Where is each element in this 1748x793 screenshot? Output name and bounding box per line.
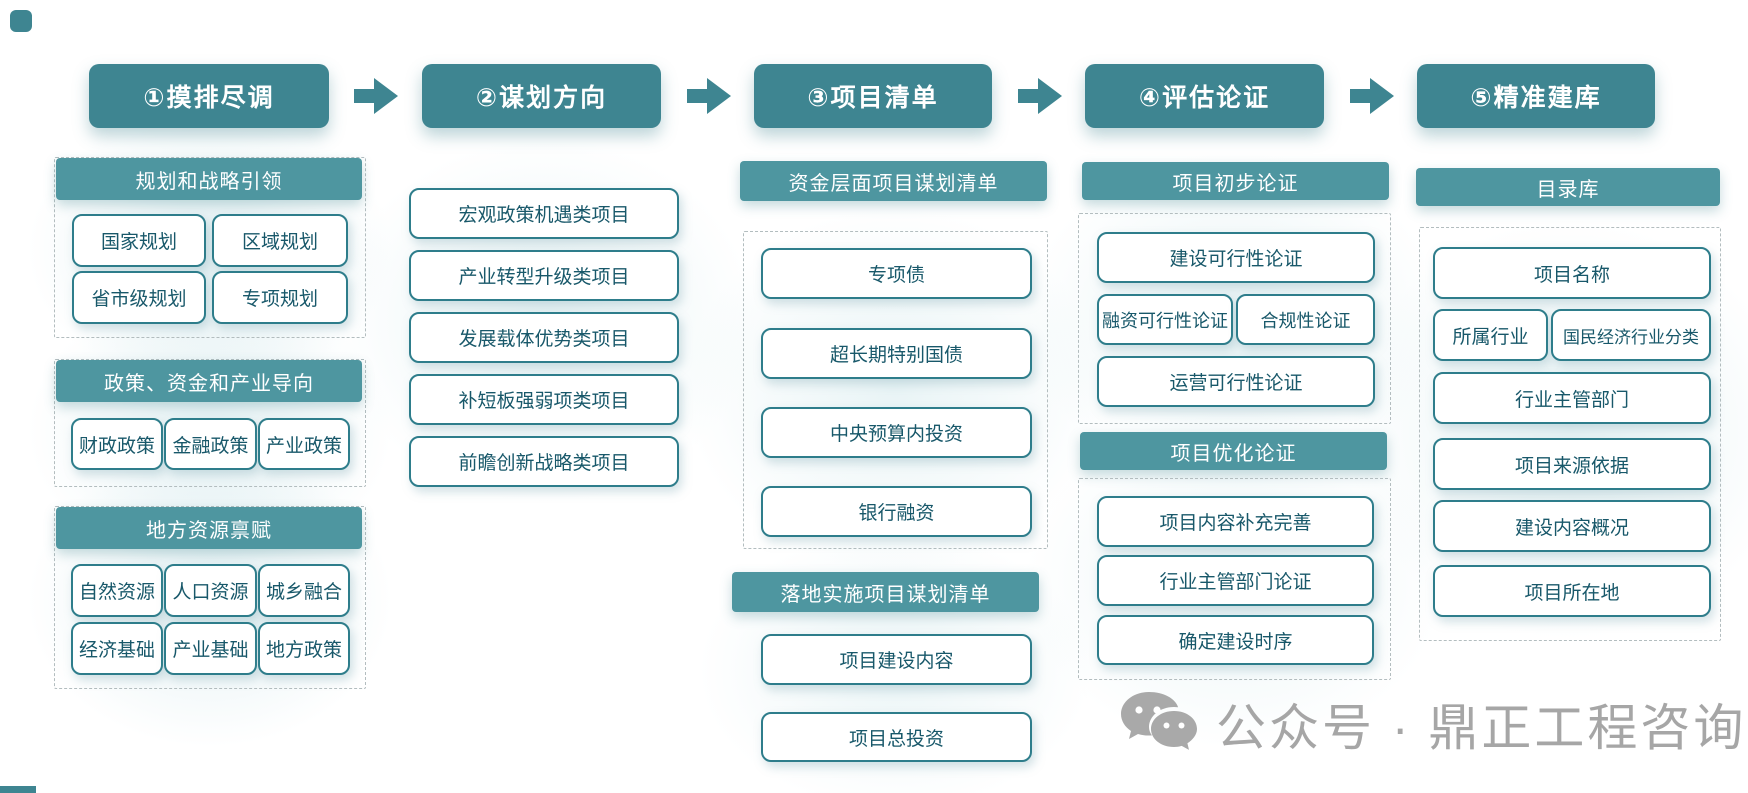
item-box: 金融政策 bbox=[164, 418, 257, 470]
flow-step-1-header: ①摸排尽调 bbox=[89, 64, 329, 128]
group-outline bbox=[54, 359, 366, 487]
item-box: 省市级规划 bbox=[72, 271, 206, 324]
group-title-optimization-evaluation: 项目优化论证 bbox=[1080, 432, 1387, 470]
group-title-funding-level-list: 资金层面项目谋划清单 bbox=[740, 161, 1047, 201]
item-box: 人口资源 bbox=[164, 564, 257, 617]
group-outline bbox=[54, 157, 366, 338]
item-box: 产业转型升级类项目 bbox=[409, 250, 679, 301]
item-box: 融资可行性论证 bbox=[1097, 294, 1233, 345]
arrow-right-icon bbox=[687, 78, 731, 114]
item-box: 城乡融合 bbox=[258, 564, 350, 617]
flow-step-5-header: ⑤精准建库 bbox=[1417, 64, 1655, 128]
group-title-implementation-list: 落地实施项目谋划清单 bbox=[732, 572, 1039, 612]
item-box: 专项规划 bbox=[212, 271, 348, 324]
item-box: 国民经济行业分类 bbox=[1551, 309, 1711, 361]
item-box: 地方政策 bbox=[258, 622, 350, 675]
group-title-planning-strategy: 规划和战略引领 bbox=[56, 158, 362, 200]
group-title-preliminary-evaluation: 项目初步论证 bbox=[1082, 162, 1389, 200]
item-box: 建设内容概况 bbox=[1433, 500, 1711, 552]
arrow-right-icon bbox=[354, 78, 398, 114]
item-box: 行业主管部门论证 bbox=[1097, 555, 1374, 606]
item-box: 项目总投资 bbox=[761, 712, 1032, 762]
item-box: 宏观政策机遇类项目 bbox=[409, 188, 679, 239]
item-box: 确定建设时序 bbox=[1097, 615, 1374, 665]
watermark-text: 公众号 · 鼎正工程咨询 bbox=[1216, 700, 1747, 756]
item-box: 超长期特别国债 bbox=[761, 328, 1032, 379]
item-box: 财政政策 bbox=[71, 418, 163, 470]
group-outline bbox=[1078, 213, 1391, 424]
item-box: 项目建设内容 bbox=[761, 634, 1032, 685]
arrow-right-icon bbox=[1350, 78, 1394, 114]
item-box: 前瞻创新战略类项目 bbox=[409, 436, 679, 487]
item-box: 自然资源 bbox=[71, 564, 163, 617]
corner-mark bbox=[10, 10, 32, 32]
group-outline bbox=[54, 506, 366, 689]
item-box: 国家规划 bbox=[72, 214, 206, 267]
item-box: 项目来源依据 bbox=[1433, 438, 1711, 490]
item-box: 中央预算内投资 bbox=[761, 407, 1032, 458]
wechat-icon bbox=[1120, 690, 1198, 759]
group-title-catalog-library: 目录库 bbox=[1416, 168, 1720, 206]
item-box: 区域规划 bbox=[212, 214, 348, 267]
item-box: 行业主管部门 bbox=[1433, 372, 1711, 424]
item-box: 运营可行性论证 bbox=[1097, 356, 1375, 407]
item-box: 补短板强弱项类项目 bbox=[409, 374, 679, 425]
bottom-edge-mark bbox=[0, 786, 36, 793]
item-box: 合规性论证 bbox=[1236, 294, 1375, 345]
item-box: 项目所在地 bbox=[1433, 565, 1711, 617]
flow-step-2-header: ②谋划方向 bbox=[422, 64, 661, 128]
flow-step-3-header: ③项目清单 bbox=[754, 64, 992, 128]
group-title-policy-funding-industry: 政策、资金和产业导向 bbox=[56, 360, 362, 402]
watermark: 公众号 · 鼎正工程咨询 bbox=[1120, 688, 1746, 760]
item-box: 建设可行性论证 bbox=[1097, 232, 1375, 283]
arrow-right-icon bbox=[1018, 78, 1062, 114]
group-outline bbox=[1078, 478, 1391, 680]
item-box: 银行融资 bbox=[761, 486, 1032, 537]
item-box: 项目内容补充完善 bbox=[1097, 496, 1374, 547]
item-box: 专项债 bbox=[761, 248, 1032, 299]
flow-step-4-header: ④评估论证 bbox=[1085, 64, 1324, 128]
group-outline bbox=[743, 231, 1048, 549]
item-box: 产业政策 bbox=[258, 418, 350, 470]
item-box: 项目名称 bbox=[1433, 247, 1711, 299]
item-box: 产业基础 bbox=[164, 622, 257, 675]
item-box: 所属行业 bbox=[1433, 309, 1548, 361]
item-box: 经济基础 bbox=[71, 622, 163, 675]
item-box: 发展载体优势类项目 bbox=[409, 312, 679, 363]
group-title-local-resource-endowment: 地方资源禀赋 bbox=[56, 507, 362, 549]
group-outline bbox=[1419, 227, 1721, 641]
